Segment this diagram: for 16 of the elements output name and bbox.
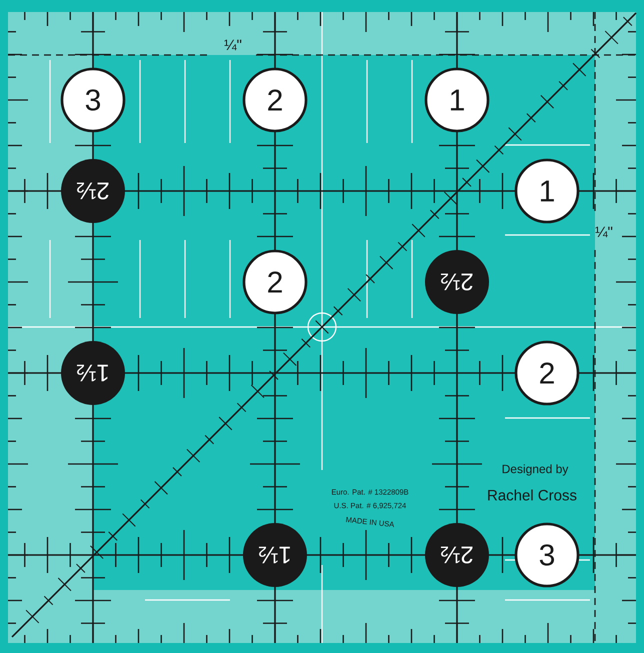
- designer-name: Rachel Cross: [488, 490, 576, 500]
- inverted-number-disc: 1½: [61, 341, 125, 405]
- inverted-number-disc: 2½: [61, 159, 125, 223]
- inverted-number-disc: 2½: [425, 250, 489, 314]
- number-disc: 2: [242, 68, 308, 132]
- number-disc: 2: [514, 340, 580, 406]
- inverted-number-disc: 2½: [425, 523, 489, 587]
- number-disc: 3: [514, 522, 580, 588]
- designer-credit: Designed by: [502, 464, 568, 476]
- number-disc: 2: [242, 250, 308, 314]
- number-disc: 1: [514, 158, 580, 224]
- number-disc: 1: [424, 68, 490, 132]
- measurement-label: ¼": [595, 226, 612, 238]
- measurement-label: ¼": [224, 40, 242, 50]
- inverted-number-disc: 1½: [243, 523, 307, 587]
- number-disc: 3: [60, 68, 126, 132]
